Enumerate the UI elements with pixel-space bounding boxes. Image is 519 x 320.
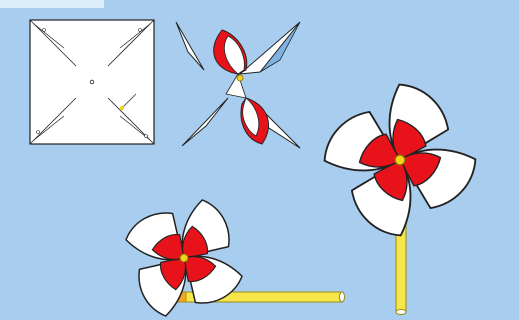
partially-folded-pinwheel-icon xyxy=(175,21,301,149)
pinwheel-icon xyxy=(116,190,345,320)
corner-tab xyxy=(0,0,104,8)
pinwheel-icon xyxy=(314,74,486,315)
square-paper-with-cuts-icon xyxy=(29,19,155,145)
